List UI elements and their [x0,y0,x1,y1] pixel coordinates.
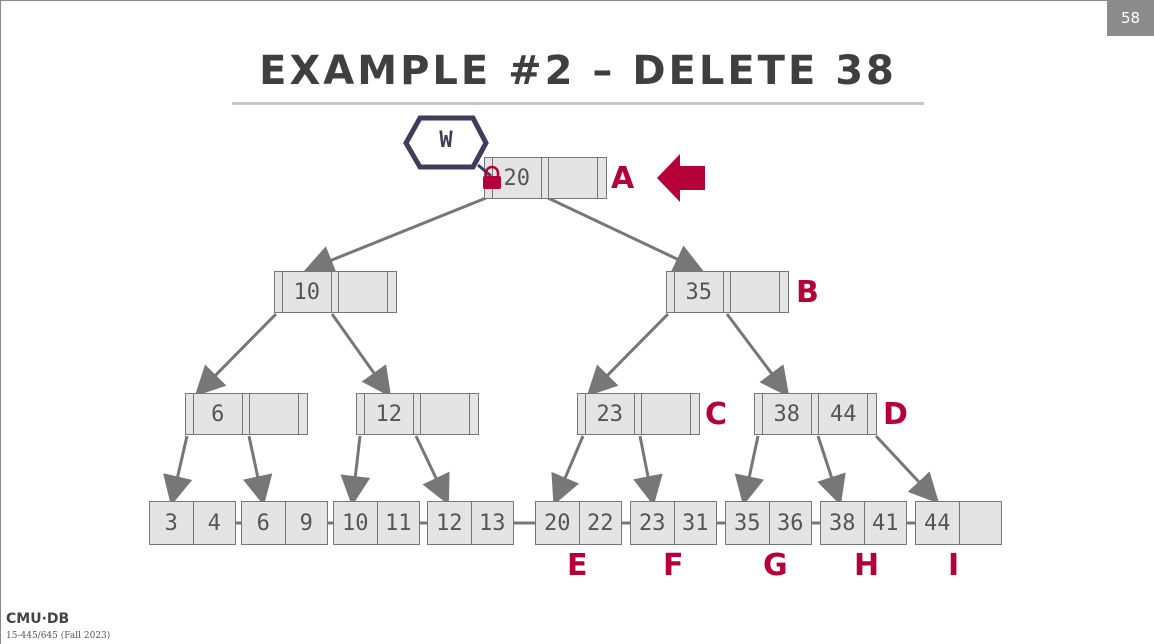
leaf-key: 3 [164,510,178,536]
edge-b-right [725,313,790,398]
edge-b-left [586,312,670,397]
leaf-key [958,502,1002,544]
leaf-key: 6 [256,510,270,536]
leaf-key: 35 [734,510,761,536]
edge-10-right [330,313,392,398]
node-key: 38 [763,394,812,434]
node-key [731,272,781,312]
leaf-key: 23 [639,510,666,536]
title-divider [232,102,924,105]
node-key: 35 [675,272,724,312]
leaf-node: 44 [915,501,1002,545]
leaf-key: 13 [470,502,514,544]
node-key: 12 [365,394,414,434]
node-6: 6 [185,393,308,435]
edge-a-left [303,196,487,275]
leaf-key: 41 [863,502,907,544]
edge-12-left [340,435,371,506]
leaf-node: 20 22 [535,501,622,545]
edge-c-left [551,435,585,506]
leaf-node: 23 31 [630,501,717,545]
leaf-label-f: F [663,548,684,583]
edge-10-left [194,312,278,397]
edge-d-mid [816,435,846,506]
leaf-key: 4 [192,502,236,544]
leaf-key: 44 [924,510,951,536]
node-key: 6 [194,394,243,434]
edge-c-right [633,435,663,506]
node-key [642,394,692,434]
node-label-d: D [883,397,908,432]
node-12: 12 [356,393,479,435]
leaf-label-h: H [854,548,880,583]
node-key [549,158,599,198]
latch-mode: W [439,128,453,153]
node-label-c: C [705,397,728,432]
leaf-key: 36 [768,502,812,544]
leaf-key: 31 [673,502,717,544]
slide-title: EXAMPLE #2 – DELETE 38 [259,48,897,94]
edge-12-right [414,435,450,506]
node-key: 23 [586,394,635,434]
node-key: 44 [819,394,869,434]
leaf-label-g: G [763,548,788,583]
leaf-label-i: I [948,548,960,583]
leaf-node: 38 41 [820,501,907,545]
page-number: 58 [1107,0,1154,36]
leaf-key: 9 [284,502,328,544]
node-10: 10 [274,271,397,313]
leaf-node: 10 11 [333,501,420,545]
leaf-node: 12 13 [427,501,514,545]
edge-6-left [163,435,193,506]
leaf-key: 22 [578,502,622,544]
node-key: 10 [283,272,332,312]
edge-d-right [874,434,940,504]
edge-6-right [242,435,273,506]
leaf-key: 10 [342,510,369,536]
node-key [339,272,389,312]
leaf-key: 20 [544,510,571,536]
edge-a-right [547,196,705,273]
leaf-key: 12 [436,510,463,536]
node-key: 20 [493,158,542,198]
footer-course: 15-445/645 (Fall 2023) [6,631,111,641]
node-key [250,394,300,434]
leaf-key: 11 [376,502,420,544]
node-label-b: B [796,275,819,310]
leaf-key: 38 [829,510,856,536]
node-label-a: A [611,161,635,196]
footer-logo: CMU·DB [6,611,70,627]
leaf-node: 35 36 [725,501,812,545]
node-key [421,394,471,434]
node-a: 20 [484,157,607,199]
node-c: 23 [577,393,700,435]
leaf-label-e: E [567,548,588,583]
node-b: 35 [666,271,789,313]
leaf-node: 6 9 [241,501,328,545]
node-d: 38 44 [754,393,877,435]
edge-d-left [734,435,765,506]
leaf-node: 3 4 [149,501,236,545]
